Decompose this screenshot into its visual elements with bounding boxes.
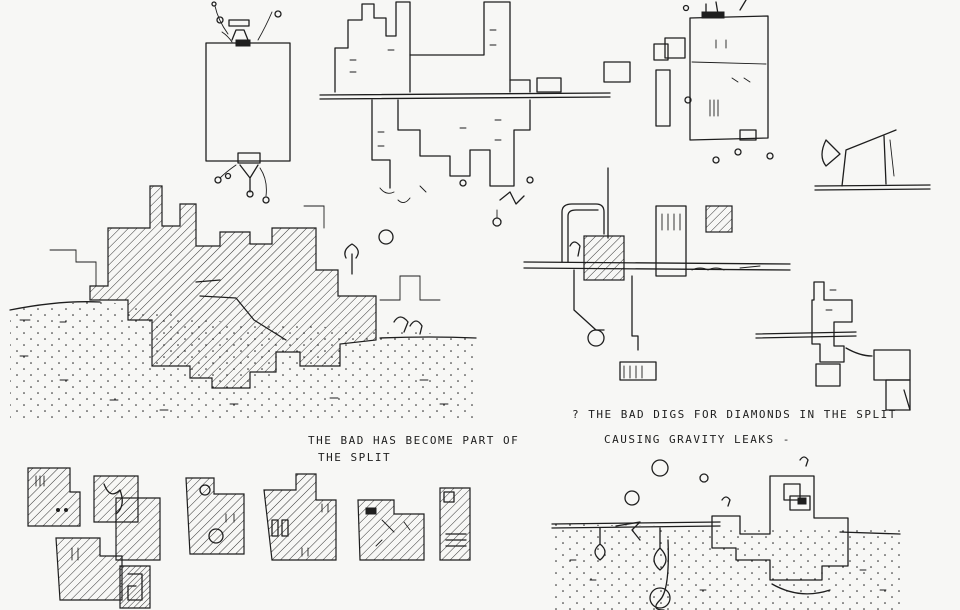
note-diamonds-line-2: CAUSING GRAVITY LEAKS - [604, 433, 791, 446]
diamond-digging-ground [551, 456, 901, 610]
note-bad-part-line-2: THE SPLIT [318, 451, 392, 464]
hatched-block-collection [27, 467, 471, 609]
tower-with-window-blocks [603, 0, 774, 164]
mirrored-city-across-horizon [319, 1, 611, 227]
hatched-mountain-landscape [9, 185, 477, 420]
tall-tower-with-flowers [205, 1, 291, 204]
note-diamonds-line-1: ? THE BAD DIGS FOR DIAMONDS IN THE SPLIT [572, 408, 897, 421]
pipe-and-tank-machine [523, 167, 791, 381]
catapult-lever [814, 129, 931, 191]
stacked-block-structure [755, 281, 911, 411]
note-bad-part-line-1: THE BAD HAS BECOME PART OF [308, 434, 520, 447]
